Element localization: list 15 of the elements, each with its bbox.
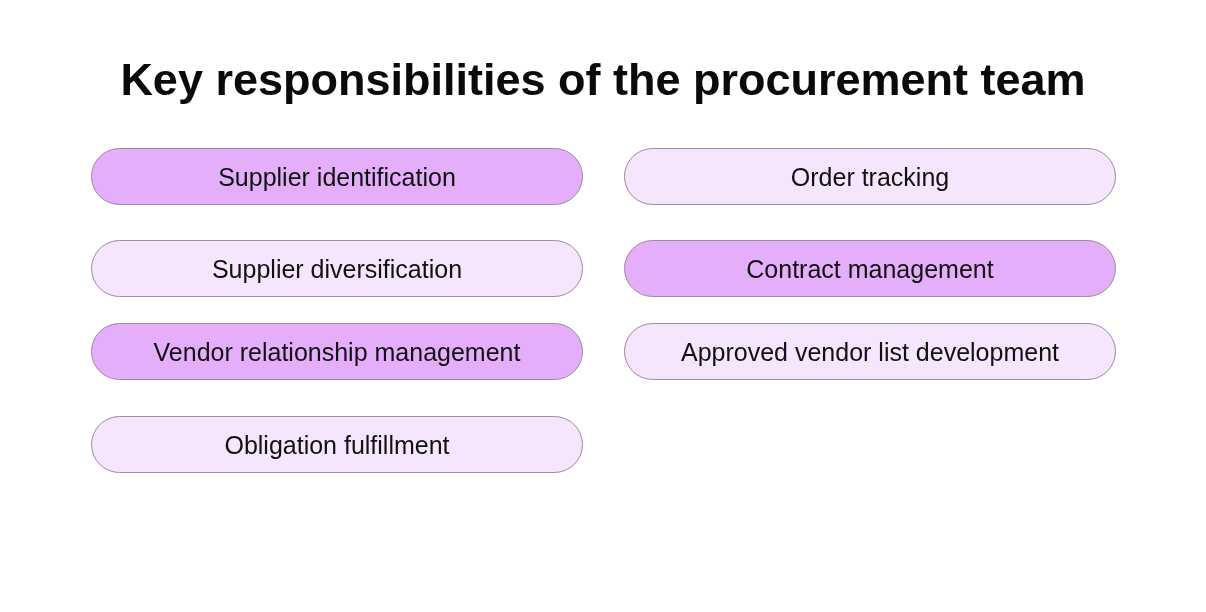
responsibility-text: Supplier identification (218, 161, 456, 192)
responsibility-text: Approved vendor list development (681, 336, 1059, 367)
responsibility-pill (91, 240, 583, 297)
title: Key responsibilities of the procurement team (119, 53, 1087, 107)
responsibility-pill (91, 416, 583, 473)
responsibility-pill (91, 148, 583, 205)
responsibility-pill (624, 323, 1116, 380)
responsibility-pill (624, 148, 1116, 205)
responsibility-text: Order tracking (790, 161, 950, 192)
responsibility-text: Supplier diversification (211, 253, 463, 284)
responsibility-text: Contract management (746, 253, 994, 284)
responsibility-pill (91, 323, 583, 380)
responsibility-text: Vendor relationship management (153, 336, 521, 367)
responsibility-pill (624, 240, 1116, 297)
responsibility-text: Obligation fulfillment (224, 429, 450, 460)
